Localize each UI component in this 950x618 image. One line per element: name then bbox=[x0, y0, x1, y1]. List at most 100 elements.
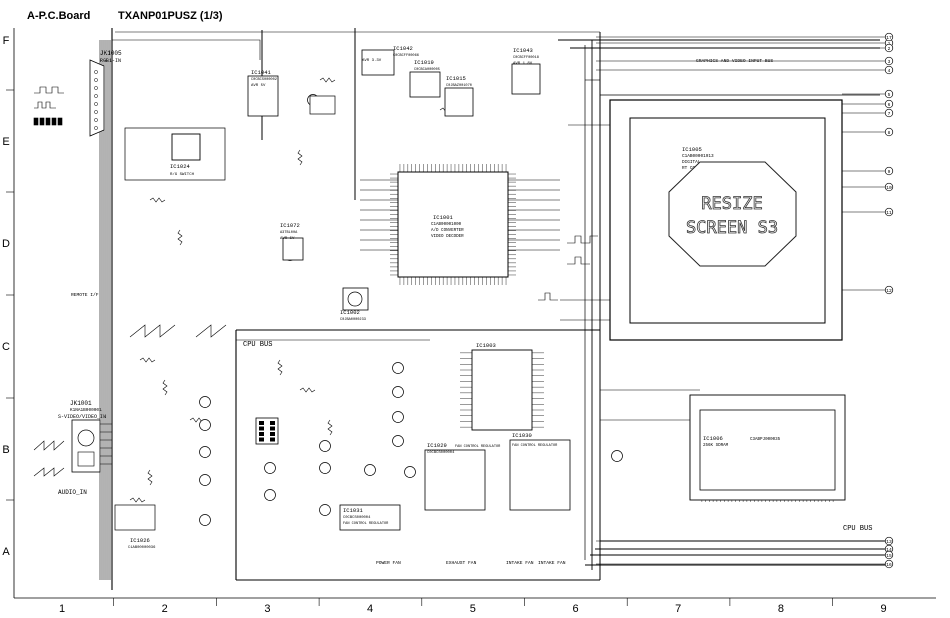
ic1072-desc: AVR 5V bbox=[280, 237, 295, 241]
resize-text: RESIZE bbox=[701, 194, 762, 214]
ic1029-ref: IC1029 bbox=[427, 442, 447, 449]
ic1019-part: C0CBCA000005 bbox=[414, 68, 440, 72]
resize-stamp: RESIZE SCREEN S3 bbox=[668, 161, 797, 267]
col-label-3: 3 bbox=[264, 603, 270, 615]
ic1015-body bbox=[444, 87, 474, 117]
ic1072-body bbox=[282, 237, 304, 261]
ic1029-part: C0CBCS000004 bbox=[427, 451, 455, 455]
ic1002-body bbox=[342, 287, 369, 311]
connector-label-16: 16 bbox=[886, 562, 892, 568]
transistor bbox=[319, 462, 331, 474]
ic1031-body bbox=[339, 504, 401, 531]
connector-9 bbox=[884, 166, 894, 176]
right-connector-labels: 1234567891011121314151617 bbox=[884, 32, 894, 569]
transistor bbox=[319, 440, 331, 452]
connector-label-13: 13 bbox=[886, 539, 892, 545]
transistor bbox=[392, 411, 404, 423]
ic1026-ref: IC1026 bbox=[130, 537, 150, 544]
q-block bbox=[309, 95, 336, 115]
intake-fan-label-2: INTAKE FAN bbox=[538, 560, 566, 566]
connector-label-2: 2 bbox=[888, 46, 891, 52]
transistor bbox=[392, 362, 404, 374]
ic1005-desc1: DIGITAL bbox=[682, 160, 701, 165]
connector-8 bbox=[884, 127, 894, 137]
jk1005-ref: JK1005 bbox=[100, 50, 122, 57]
col-label-5: 5 bbox=[470, 603, 476, 615]
connector-7 bbox=[884, 108, 894, 118]
ic1024-ref: IC1024 bbox=[170, 163, 191, 170]
transistor bbox=[199, 396, 211, 408]
ic1015-part: C0JBAZ001070 bbox=[446, 84, 472, 88]
ic1031-ref: IC1031 bbox=[343, 507, 364, 514]
col-label-7: 7 bbox=[675, 603, 681, 615]
ic1006-body bbox=[699, 409, 836, 491]
connector-6 bbox=[884, 99, 894, 109]
cpu-bus-label-1: CPU BUS bbox=[243, 341, 272, 349]
connector-5 bbox=[884, 89, 894, 99]
ic1006-desc: 256K SDRAM bbox=[703, 444, 729, 448]
ic1026-body bbox=[114, 504, 156, 531]
remote-label: REMOTE I/F bbox=[71, 292, 99, 298]
row-label-f: F bbox=[3, 35, 10, 47]
ic1002-part: C0JBA0000233 bbox=[340, 318, 366, 322]
ic1002-ref: IC1002 bbox=[340, 309, 360, 316]
ic1042-ref: IC1042 bbox=[393, 45, 413, 52]
connector-label-10: 10 bbox=[886, 185, 892, 191]
transistor bbox=[264, 462, 276, 474]
col-label-9: 9 bbox=[881, 603, 887, 615]
ic1043-part: C0CBCFF00018 bbox=[513, 56, 539, 60]
connector-label-4: 4 bbox=[888, 68, 891, 74]
ic1029-body bbox=[424, 449, 486, 511]
col-label-2: 2 bbox=[162, 603, 168, 615]
ic1024-body bbox=[171, 133, 201, 161]
ic1001-desc1: A/D CONVERTER bbox=[431, 228, 464, 233]
connector-label-7: 7 bbox=[888, 111, 891, 117]
connector-3 bbox=[884, 56, 894, 66]
ic1042-part: C0CBCFF00066 bbox=[393, 54, 419, 58]
row-label-e: E bbox=[2, 136, 9, 148]
ic1072-part: A3TBL00A bbox=[280, 231, 298, 235]
jk1001-desc: S-VIDEO/VIDEO_IN bbox=[58, 414, 106, 420]
connector-label-8: 8 bbox=[888, 130, 891, 136]
ic1019-body bbox=[409, 71, 441, 98]
connector-13 bbox=[884, 536, 894, 546]
transistor bbox=[392, 386, 404, 398]
ic1003-body bbox=[471, 349, 533, 431]
power-fan-label: POWER FAN bbox=[376, 560, 401, 566]
connector-12 bbox=[884, 285, 894, 295]
ic1041-part: C0CBCS000002 bbox=[251, 78, 277, 82]
model-title: TXANP01PUSZ (1/3) bbox=[118, 10, 223, 22]
connector-label-15: 15 bbox=[886, 553, 892, 559]
ic1001-body bbox=[397, 171, 509, 278]
connector-label-6: 6 bbox=[888, 102, 891, 108]
col-label-4: 4 bbox=[367, 603, 373, 615]
audio-in-label: AUDIO_IN bbox=[58, 489, 87, 496]
ic1041-desc: AVR 5V bbox=[251, 84, 266, 88]
connector-16 bbox=[884, 559, 894, 569]
ic1001-desc2: VIDEO DECODER bbox=[431, 235, 464, 239]
transistor bbox=[199, 474, 211, 486]
board-title: A-P.C.Board bbox=[27, 10, 91, 22]
frame bbox=[13, 28, 936, 599]
ic1024-desc: R/G SWITCH bbox=[170, 172, 195, 177]
transistor bbox=[199, 446, 211, 458]
ic1026-part: C1AB00000036 bbox=[128, 546, 156, 550]
transistor bbox=[264, 489, 276, 501]
ic1015-ref: IC1015 bbox=[446, 75, 466, 82]
cpu-bus-label-2: CPU BUS bbox=[843, 525, 872, 533]
exhaust-fan-label: EXHAUST FAN bbox=[446, 560, 477, 566]
jk1005-connector bbox=[89, 59, 105, 137]
ic1041-body bbox=[247, 75, 279, 117]
ic1005-part: C1AB00001913 bbox=[682, 154, 714, 159]
col-label-1: 1 bbox=[59, 603, 65, 615]
connector-label-11: 11 bbox=[886, 210, 892, 216]
intake-fan-label-1: INTAKE FAN bbox=[506, 560, 534, 566]
connector-label-17: 17 bbox=[886, 35, 892, 41]
ic1030-body bbox=[509, 439, 571, 511]
ic1001-ref: IC1001 bbox=[433, 214, 454, 221]
transistor bbox=[611, 450, 623, 462]
screen-text: SCREEN S3 bbox=[686, 218, 778, 238]
ic1030-ref: IC1030 bbox=[512, 432, 532, 439]
